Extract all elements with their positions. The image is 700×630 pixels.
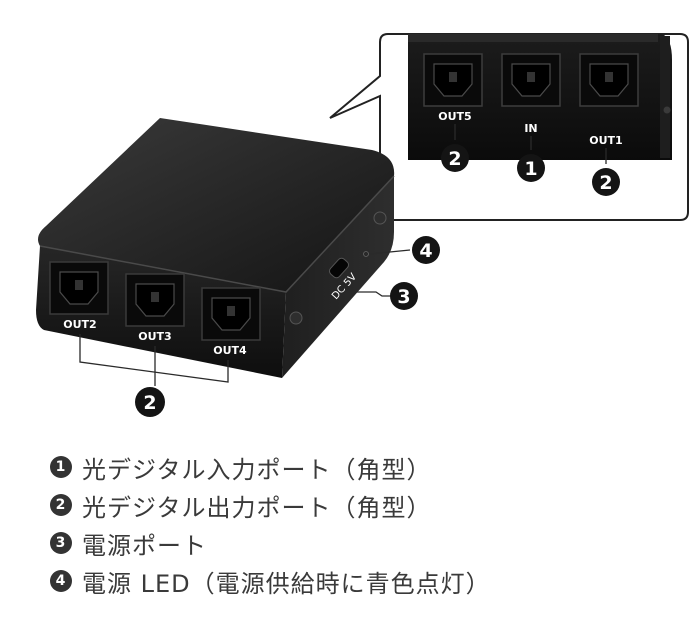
inset-port-out5: [423, 53, 483, 107]
label-out4: OUT4: [213, 344, 247, 357]
svg-text:1: 1: [524, 158, 537, 180]
svg-text:3: 3: [397, 286, 410, 308]
legend-text: 光デジタル入力ポート（角型）: [82, 455, 432, 484]
inset-label-in: IN: [524, 122, 537, 135]
svg-text:2: 2: [599, 172, 612, 194]
label-out2: OUT2: [63, 318, 96, 331]
legend-item-power-port: 3 電源ポート: [50, 524, 670, 562]
screw-icon: [373, 211, 387, 225]
inset-port-in: [501, 53, 561, 107]
port-out3: [125, 273, 185, 327]
inset-label-out5: OUT5: [438, 110, 471, 123]
callout-badge-out-group: 2: [135, 387, 165, 417]
callout-badge-in: 1: [517, 154, 545, 182]
svg-text:4: 4: [419, 240, 432, 262]
number-badge: 2: [50, 494, 72, 516]
callout-badge-power-led: 4: [412, 236, 440, 264]
inset-label-out1: OUT1: [589, 134, 622, 147]
legend: 1 光デジタル入力ポート（角型） 2 光デジタル出力ポート（角型） 3 電源ポー…: [50, 448, 670, 600]
number-badge: 4: [50, 570, 72, 592]
port-out4: [201, 287, 261, 341]
port-out2: [49, 261, 109, 315]
svg-text:2: 2: [448, 148, 461, 170]
legend-text: 光デジタル出力ポート（角型）: [82, 493, 432, 522]
legend-item-power-led: 4 電源 LED（電源供給時に青色点灯）: [50, 562, 670, 600]
screw-icon: [663, 106, 671, 114]
legend-text: 電源ポート: [82, 531, 207, 560]
inset-port-out1: [579, 53, 639, 107]
callout-badge-out1: 2: [592, 168, 620, 196]
legend-item-optical-input: 1 光デジタル入力ポート（角型）: [50, 448, 670, 486]
inset-rear-panel: OUT5 IN OUT1: [408, 34, 672, 160]
number-badge: 1: [50, 456, 72, 478]
screw-icon: [289, 311, 303, 325]
callout-badge-out5: 2: [441, 144, 469, 172]
legend-item-optical-output: 2 光デジタル出力ポート（角型）: [50, 486, 670, 524]
leader-line: [369, 249, 411, 255]
dc-power-port: [328, 257, 350, 279]
splitter-device: OUT2 OUT3 OUT4 DC 5V: [36, 118, 395, 378]
svg-text:2: 2: [143, 392, 156, 414]
callout-badge-power-port: 3: [390, 282, 418, 310]
number-badge: 3: [50, 532, 72, 554]
bracket-line: [79, 334, 229, 383]
label-out3: OUT3: [138, 330, 171, 343]
power-led: [363, 251, 369, 257]
leader-line: [352, 291, 392, 297]
legend-text: 電源 LED（電源供給時に青色点灯）: [82, 569, 491, 598]
